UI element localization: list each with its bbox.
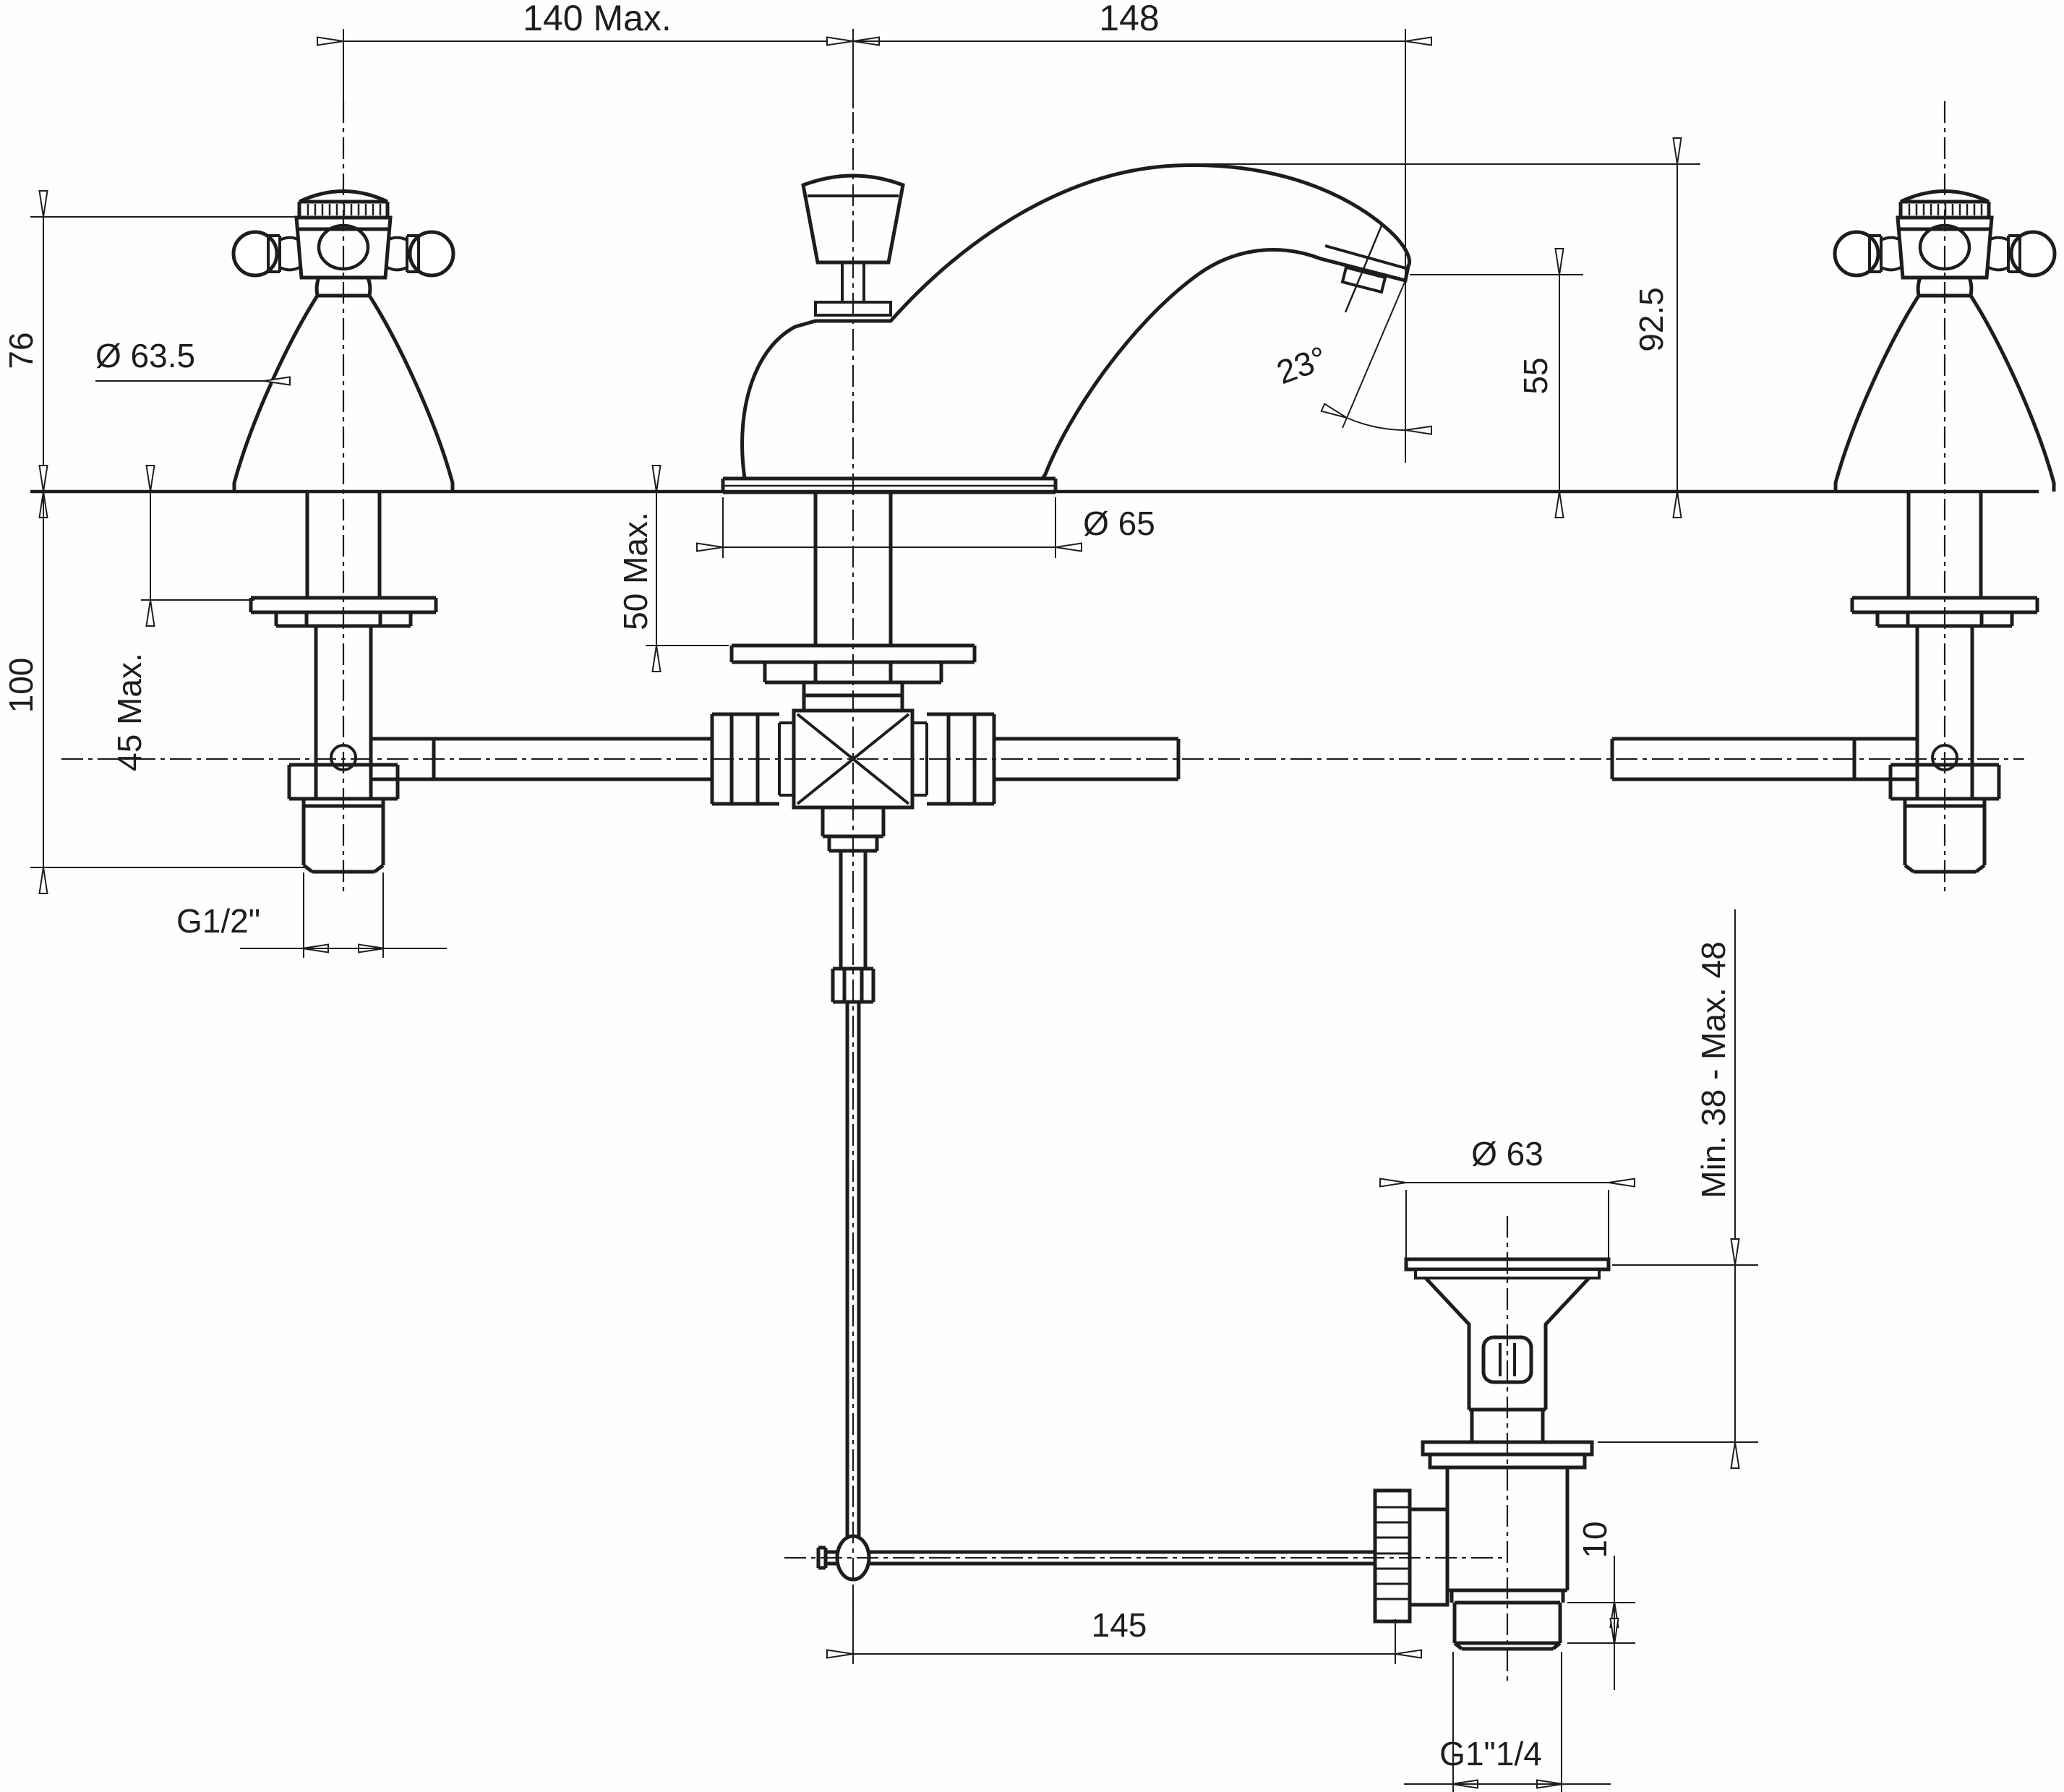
- dim-label-65: Ø 65: [1083, 505, 1155, 542]
- angle-ray: [1342, 280, 1406, 429]
- cross-diagonals: [796, 713, 910, 805]
- dimensions: [30, 29, 1758, 1792]
- aerator-axis-stub: [1344, 225, 1383, 313]
- spout-base: [721, 476, 1058, 711]
- dim-label-140: 140 Max.: [523, 0, 672, 38]
- dim-label-10: 10: [1576, 1521, 1614, 1558]
- dim-label-55: 55: [1517, 357, 1554, 394]
- spout: [721, 163, 1411, 711]
- dim-label-92-5: 92.5: [1632, 287, 1670, 352]
- dim-label-23: 23°: [1272, 339, 1332, 392]
- dim-label-45: 45 Max.: [111, 653, 148, 771]
- aerator-insert: [1340, 265, 1387, 294]
- drain-window-bars: [1499, 1343, 1516, 1376]
- dim-label-76: 76: [2, 332, 40, 369]
- lever-rod: [816, 1546, 1375, 1570]
- dim-label-148: 148: [1099, 0, 1159, 38]
- dim-label-g114: G1"1/4: [1439, 1735, 1542, 1772]
- dim-label-63: Ø 63: [1471, 1135, 1543, 1172]
- spout-body: [740, 163, 1411, 481]
- dimension-labels: 140 Max. 148 76 Ø 63.5 100 45 Max. G1/2"…: [2, 0, 1732, 1772]
- dim-label-minmax: Min. 38 - Max. 48: [1695, 941, 1732, 1198]
- cross-fitting: [710, 708, 996, 1537]
- dim-label-50: 50 Max.: [617, 512, 654, 630]
- aerator-lines: [1324, 244, 1409, 270]
- drain-clamp-nut: [1373, 1488, 1412, 1624]
- dim-label-100: 100: [2, 658, 40, 713]
- dim-label-63-5: Ø 63.5: [95, 337, 195, 374]
- centerlines: [61, 101, 2024, 1684]
- spout-knob: [801, 173, 905, 265]
- supply-pipe-right: [994, 737, 1917, 781]
- dim-label-g12: G1/2": [176, 902, 260, 940]
- dim-label-145: 145: [1092, 1606, 1147, 1644]
- angle-arc: [1320, 403, 1433, 435]
- drain-clamp-ribs: [1375, 1506, 1410, 1600]
- drain-assembly: [1373, 1257, 1611, 1651]
